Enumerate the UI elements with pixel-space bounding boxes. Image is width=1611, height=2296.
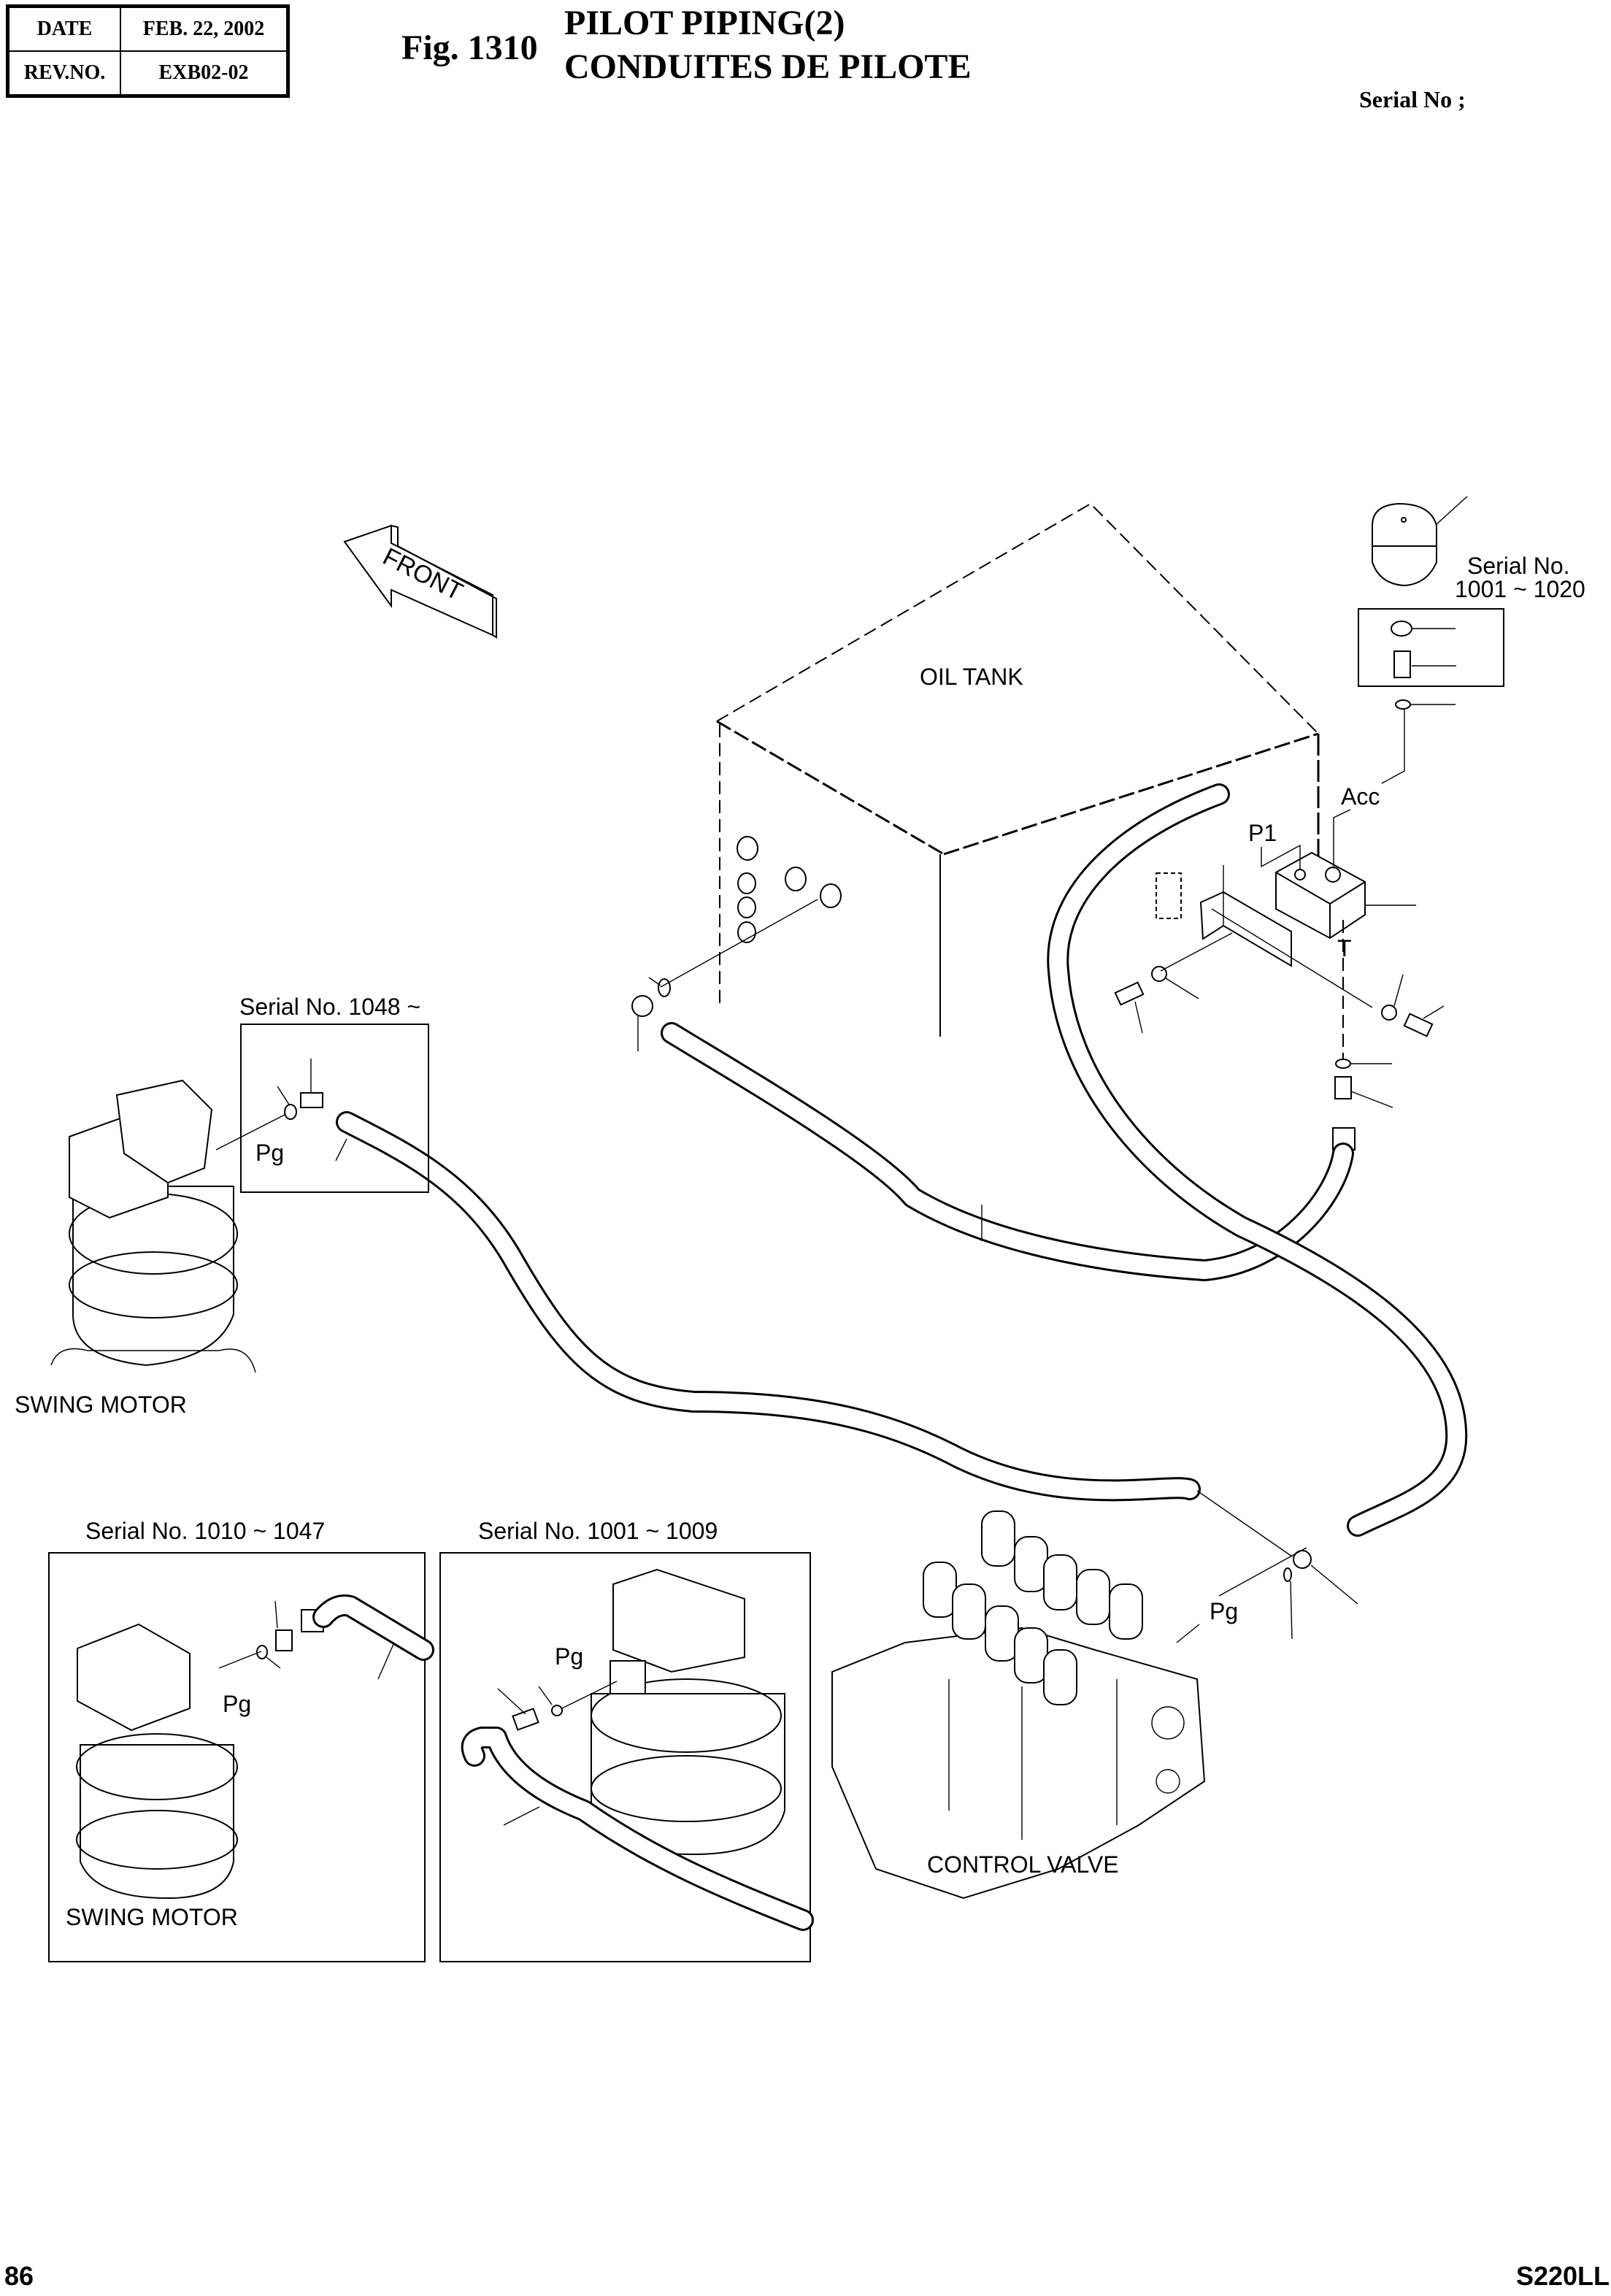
swing-motor-label: SWING MOTOR bbox=[15, 1391, 187, 1418]
pilot-hose-p1 bbox=[1047, 783, 1468, 1537]
date-value: FEB. 22, 2002 bbox=[120, 5, 289, 52]
revision-key: REV.NO. bbox=[7, 50, 121, 97]
oil-tank: OIL TANK bbox=[631, 502, 1320, 1051]
tank-ports bbox=[737, 836, 842, 943]
revision-row: REV.NO. EXB02-02 bbox=[7, 50, 289, 97]
inset-b-serial-label: Serial No. 1001 ~ 1009 bbox=[478, 1518, 718, 1544]
swing-motor-icon bbox=[50, 1079, 256, 1373]
date-key: DATE bbox=[7, 5, 121, 52]
inset-a-swing-motor-label: SWING MOTOR bbox=[66, 1904, 238, 1930]
serial-number-label: Serial No ; bbox=[1359, 86, 1466, 112]
swing-motor-main: Serial No. 1048 ~ Pg SWING MOTOR bbox=[15, 994, 429, 1418]
page-number: 86 bbox=[4, 2261, 34, 2291]
revision-value: EXB02-02 bbox=[120, 50, 289, 97]
port-p1-label: P1 bbox=[1248, 820, 1277, 846]
pilot-valve-block: Acc P1 T bbox=[1114, 783, 1445, 1151]
main-swing-serial-label: Serial No. 1048 ~ bbox=[239, 994, 420, 1020]
inset-serial-1001-1009: Serial No. 1001 ~ 1009 Pg bbox=[439, 1518, 814, 1962]
main-swing-port-pg: Pg bbox=[255, 1140, 284, 1166]
model-number: S220LL bbox=[1515, 2261, 1610, 2291]
oil-tank-label: OIL TANK bbox=[920, 664, 1023, 690]
figure-number: Fig. 1310 bbox=[401, 28, 538, 67]
date-row: DATE FEB. 22, 2002 bbox=[7, 5, 289, 52]
page-title-english: PILOT PIPING(2) bbox=[564, 4, 845, 42]
port-t-label: T bbox=[1337, 935, 1352, 961]
pilot-hose-tank-to-swing bbox=[661, 1022, 1354, 1281]
port-acc-label: Acc bbox=[1341, 783, 1380, 810]
revision-table: DATE FEB. 22, 2002 REV.NO. EXB02-02 bbox=[6, 4, 290, 98]
control-valve-icon: Pg CONTROL VALVE bbox=[831, 1510, 1238, 1900]
control-valve-port-pg: Pg bbox=[1210, 1598, 1238, 1624]
accumulator-serial-range: 1001 ~ 1020 bbox=[1455, 576, 1585, 602]
spool-caps bbox=[923, 1510, 1143, 1705]
inset-serial-1010-1047: Serial No. 1010 ~ 1047 Pg SWING MOTOR bbox=[48, 1518, 434, 1962]
pilot-hose-swing-motor bbox=[336, 1111, 1201, 1502]
inset-a-port-pg: Pg bbox=[223, 1691, 251, 1717]
tank-elbow-fitting-icon bbox=[631, 995, 653, 1017]
accumulator: Serial No. 1001 ~ 1020 bbox=[1358, 496, 1585, 784]
front-arrow-icon: FRONT bbox=[343, 524, 497, 639]
control-valve-label: CONTROL VALVE bbox=[927, 1851, 1119, 1878]
inset-b-port-pg: Pg bbox=[555, 1643, 583, 1670]
page-title-french: CONDUITES DE PILOTE bbox=[564, 47, 972, 86]
inset-a-serial-label: Serial No. 1010 ~ 1047 bbox=[85, 1518, 325, 1544]
accumulator-serial-label: Serial No. bbox=[1467, 553, 1570, 579]
swing-elbow-fitting-icon bbox=[300, 1092, 323, 1108]
